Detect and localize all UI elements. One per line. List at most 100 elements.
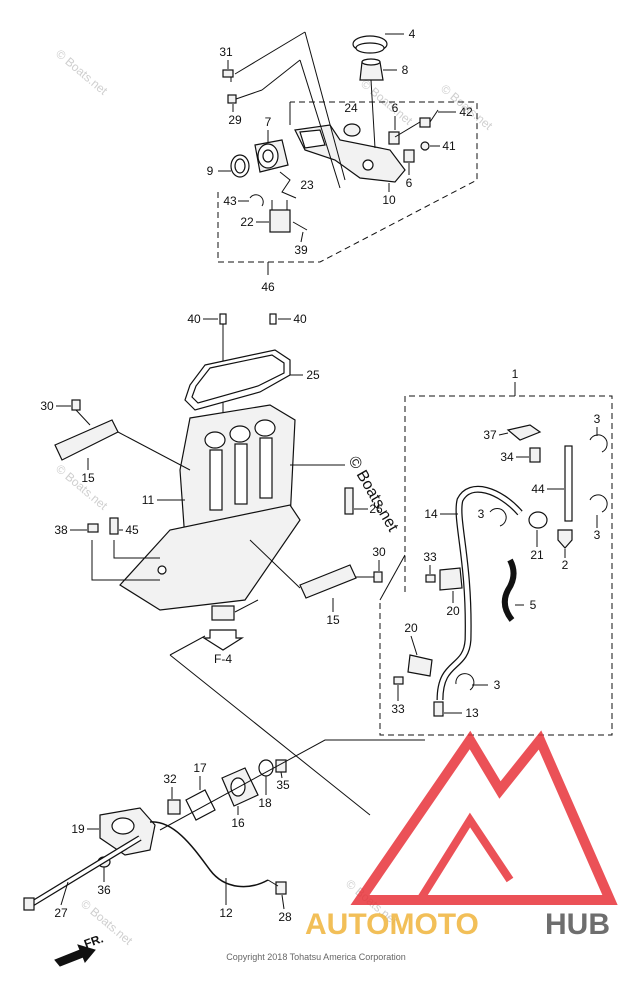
label-30b: 30 (372, 545, 386, 559)
grommet-f4 (211, 605, 235, 621)
fitting-2 (557, 529, 573, 549)
label-29: 29 (228, 113, 242, 127)
sleeve-17 (185, 789, 216, 821)
bolt-28 (275, 881, 287, 895)
clamp-37 (506, 424, 542, 441)
label-40b: 40 (293, 312, 307, 326)
holder-20a (439, 567, 463, 591)
bracket-1 (379, 395, 613, 736)
automotohub-logo: AUTOMOTO HUB (305, 730, 618, 941)
bolt-26 (344, 487, 354, 515)
label-42: 42 (459, 105, 473, 119)
label-32: 32 (163, 772, 177, 786)
holder-20b (407, 654, 433, 677)
plate-22 (269, 209, 291, 233)
bolt-29 (227, 94, 237, 104)
label-33a: 33 (423, 550, 437, 564)
label-40a: 40 (187, 312, 201, 326)
main-housing (54, 313, 383, 816)
bolt-31 (222, 69, 234, 78)
label-15a: 15 (81, 471, 95, 485)
label-14: 14 (424, 507, 438, 521)
label-3b: 3 (478, 507, 485, 521)
label-7: 7 (265, 115, 272, 129)
collar-41 (420, 141, 430, 151)
label-31: 31 (219, 45, 233, 59)
hose-12 (149, 821, 269, 888)
brand-hub: HUB (545, 908, 610, 941)
screw-33a (425, 574, 436, 583)
arrow-f4 (201, 629, 245, 651)
bolt-30a (71, 399, 81, 411)
brand-automoto: AUTOMOTO (305, 908, 479, 941)
nut-6a (388, 131, 400, 145)
label-27: 27 (54, 906, 68, 920)
lever-23 (279, 171, 297, 199)
label-25: 25 (306, 368, 320, 382)
clip-43 (249, 194, 264, 207)
label-8: 8 (402, 63, 409, 77)
front-arrow: FR. (54, 931, 105, 967)
logo-mark-icon (350, 730, 618, 905)
label-18: 18 (258, 796, 272, 810)
label-21: 21 (530, 548, 544, 562)
label-37: 37 (483, 428, 497, 442)
collar-32 (167, 799, 181, 815)
label-13: 13 (465, 706, 479, 720)
pin-39 (292, 221, 308, 231)
clip-3d (455, 673, 475, 691)
clip-3c (489, 508, 507, 527)
label-38: 38 (54, 523, 68, 537)
label-20a: 20 (446, 604, 460, 618)
label-3d: 3 (494, 678, 501, 692)
label-41: 41 (442, 139, 456, 153)
bolt-42 (419, 117, 431, 128)
pipe-44 (564, 445, 573, 522)
cover-15a (54, 419, 119, 461)
label-23: 23 (300, 178, 314, 192)
label-30a: 30 (40, 399, 54, 413)
bracket-46 (217, 101, 478, 263)
label-17: 17 (193, 761, 207, 775)
base-plate (119, 504, 301, 611)
label-5: 5 (530, 598, 537, 612)
label-24: 24 (344, 101, 358, 115)
label-35: 35 (276, 778, 290, 792)
washer-21 (528, 511, 548, 529)
cover-15b (299, 564, 357, 599)
bolt-30b (373, 571, 383, 583)
label-45: 45 (125, 523, 139, 537)
label-1: 1 (512, 367, 519, 381)
label-4: 4 (409, 27, 416, 41)
label-12: 12 (219, 906, 233, 920)
label-11: 11 (142, 493, 155, 507)
hose-assembly (379, 382, 613, 736)
fitting-34 (529, 447, 541, 463)
label-6a: 6 (392, 101, 399, 115)
label-44: 44 (531, 482, 545, 496)
clip-3b (589, 494, 608, 513)
label-20b: 20 (404, 621, 418, 635)
bolt-38 (87, 523, 99, 533)
label-26: 26 (369, 502, 383, 516)
fr-arrow-icon (54, 944, 96, 967)
spiral-5 (501, 558, 517, 622)
label-16: 16 (231, 816, 245, 830)
cap-24 (343, 123, 361, 137)
f4-label: F-4 (214, 652, 232, 666)
bottom-mount (23, 739, 425, 911)
label-15b: 15 (326, 613, 340, 627)
label-39: 39 (294, 243, 308, 257)
part-labels: 31 4 8 29 24 6 42 7 41 9 23 6 43 10 22 3… (40, 27, 600, 924)
watermark-mid-left: © Boats.net (53, 462, 111, 514)
copyright-text: Copyright 2018 Tohatsu America Corporati… (226, 952, 405, 962)
top-assembly (217, 31, 478, 275)
label-36: 36 (97, 883, 111, 897)
pin-40a (219, 313, 227, 325)
label-43: 43 (223, 194, 237, 208)
washer-18 (258, 759, 274, 777)
label-6b: 6 (406, 176, 413, 190)
label-2: 2 (562, 558, 569, 572)
nut-6b (403, 149, 415, 163)
